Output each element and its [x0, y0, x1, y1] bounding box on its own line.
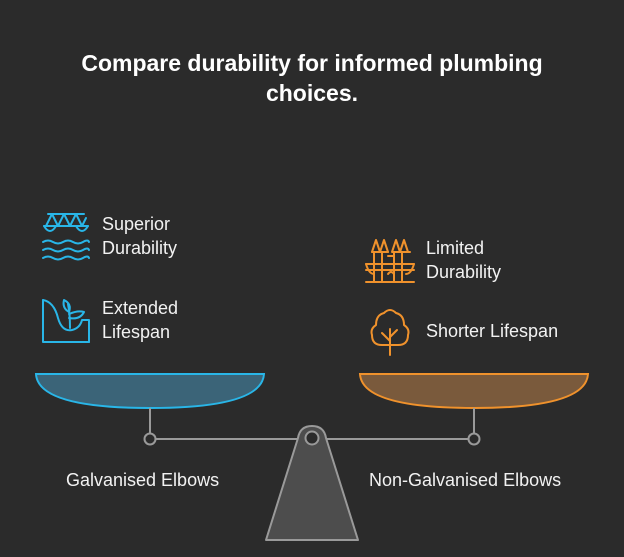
scale-base [265, 425, 359, 541]
left-item-label-1: Superior Durability [102, 214, 178, 258]
right-item-label-2: Shorter Lifespan [426, 321, 559, 341]
right-item-durability: Limited Durability [364, 234, 501, 286]
page-title: Compare durability for informed plumbing… [81, 50, 543, 106]
tower-bridge-icon [365, 239, 415, 283]
left-item-lifespan: Extended Lifespan [40, 294, 178, 346]
plant-growth-icon [42, 299, 90, 343]
right-pan [358, 373, 590, 410]
left-pan [34, 373, 266, 410]
tree-icon [370, 309, 410, 356]
right-side-label: Non-Galvanised Elbows [369, 470, 562, 490]
left-side-label: Galvanised Elbows [66, 470, 220, 490]
pivot [304, 430, 320, 446]
left-item-durability: Superior Durability [40, 210, 177, 262]
bridge-icon [42, 213, 90, 261]
right-item-label-1: Limited Durability [426, 238, 502, 282]
right-item-lifespan: Shorter Lifespan [364, 305, 558, 357]
left-item-label-2: Extended Lifespan [102, 298, 179, 342]
